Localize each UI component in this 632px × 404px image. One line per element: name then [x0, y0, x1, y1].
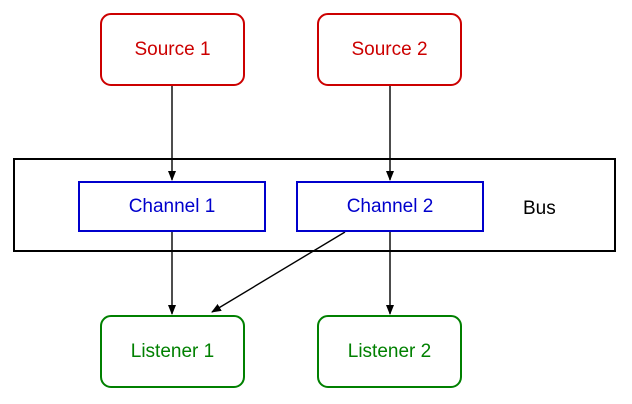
node-channel-2-label: Channel 2 [346, 196, 434, 217]
node-source-1[interactable]: Source 1 [100, 13, 245, 86]
node-listener-2-label: Listener 2 [347, 341, 432, 362]
node-listener-2[interactable]: Listener 2 [317, 315, 462, 388]
node-source-2-label: Source 2 [351, 39, 428, 60]
node-channel-1[interactable]: Channel 1 [78, 181, 266, 232]
bus-label: Bus [523, 198, 556, 219]
node-source-1-label: Source 1 [134, 39, 211, 60]
node-channel-1-label: Channel 1 [128, 196, 216, 217]
node-listener-1[interactable]: Listener 1 [100, 315, 245, 388]
bus-container [13, 158, 616, 252]
node-channel-2[interactable]: Channel 2 [296, 181, 484, 232]
node-source-2[interactable]: Source 2 [317, 13, 462, 86]
node-listener-1-label: Listener 1 [130, 341, 215, 362]
